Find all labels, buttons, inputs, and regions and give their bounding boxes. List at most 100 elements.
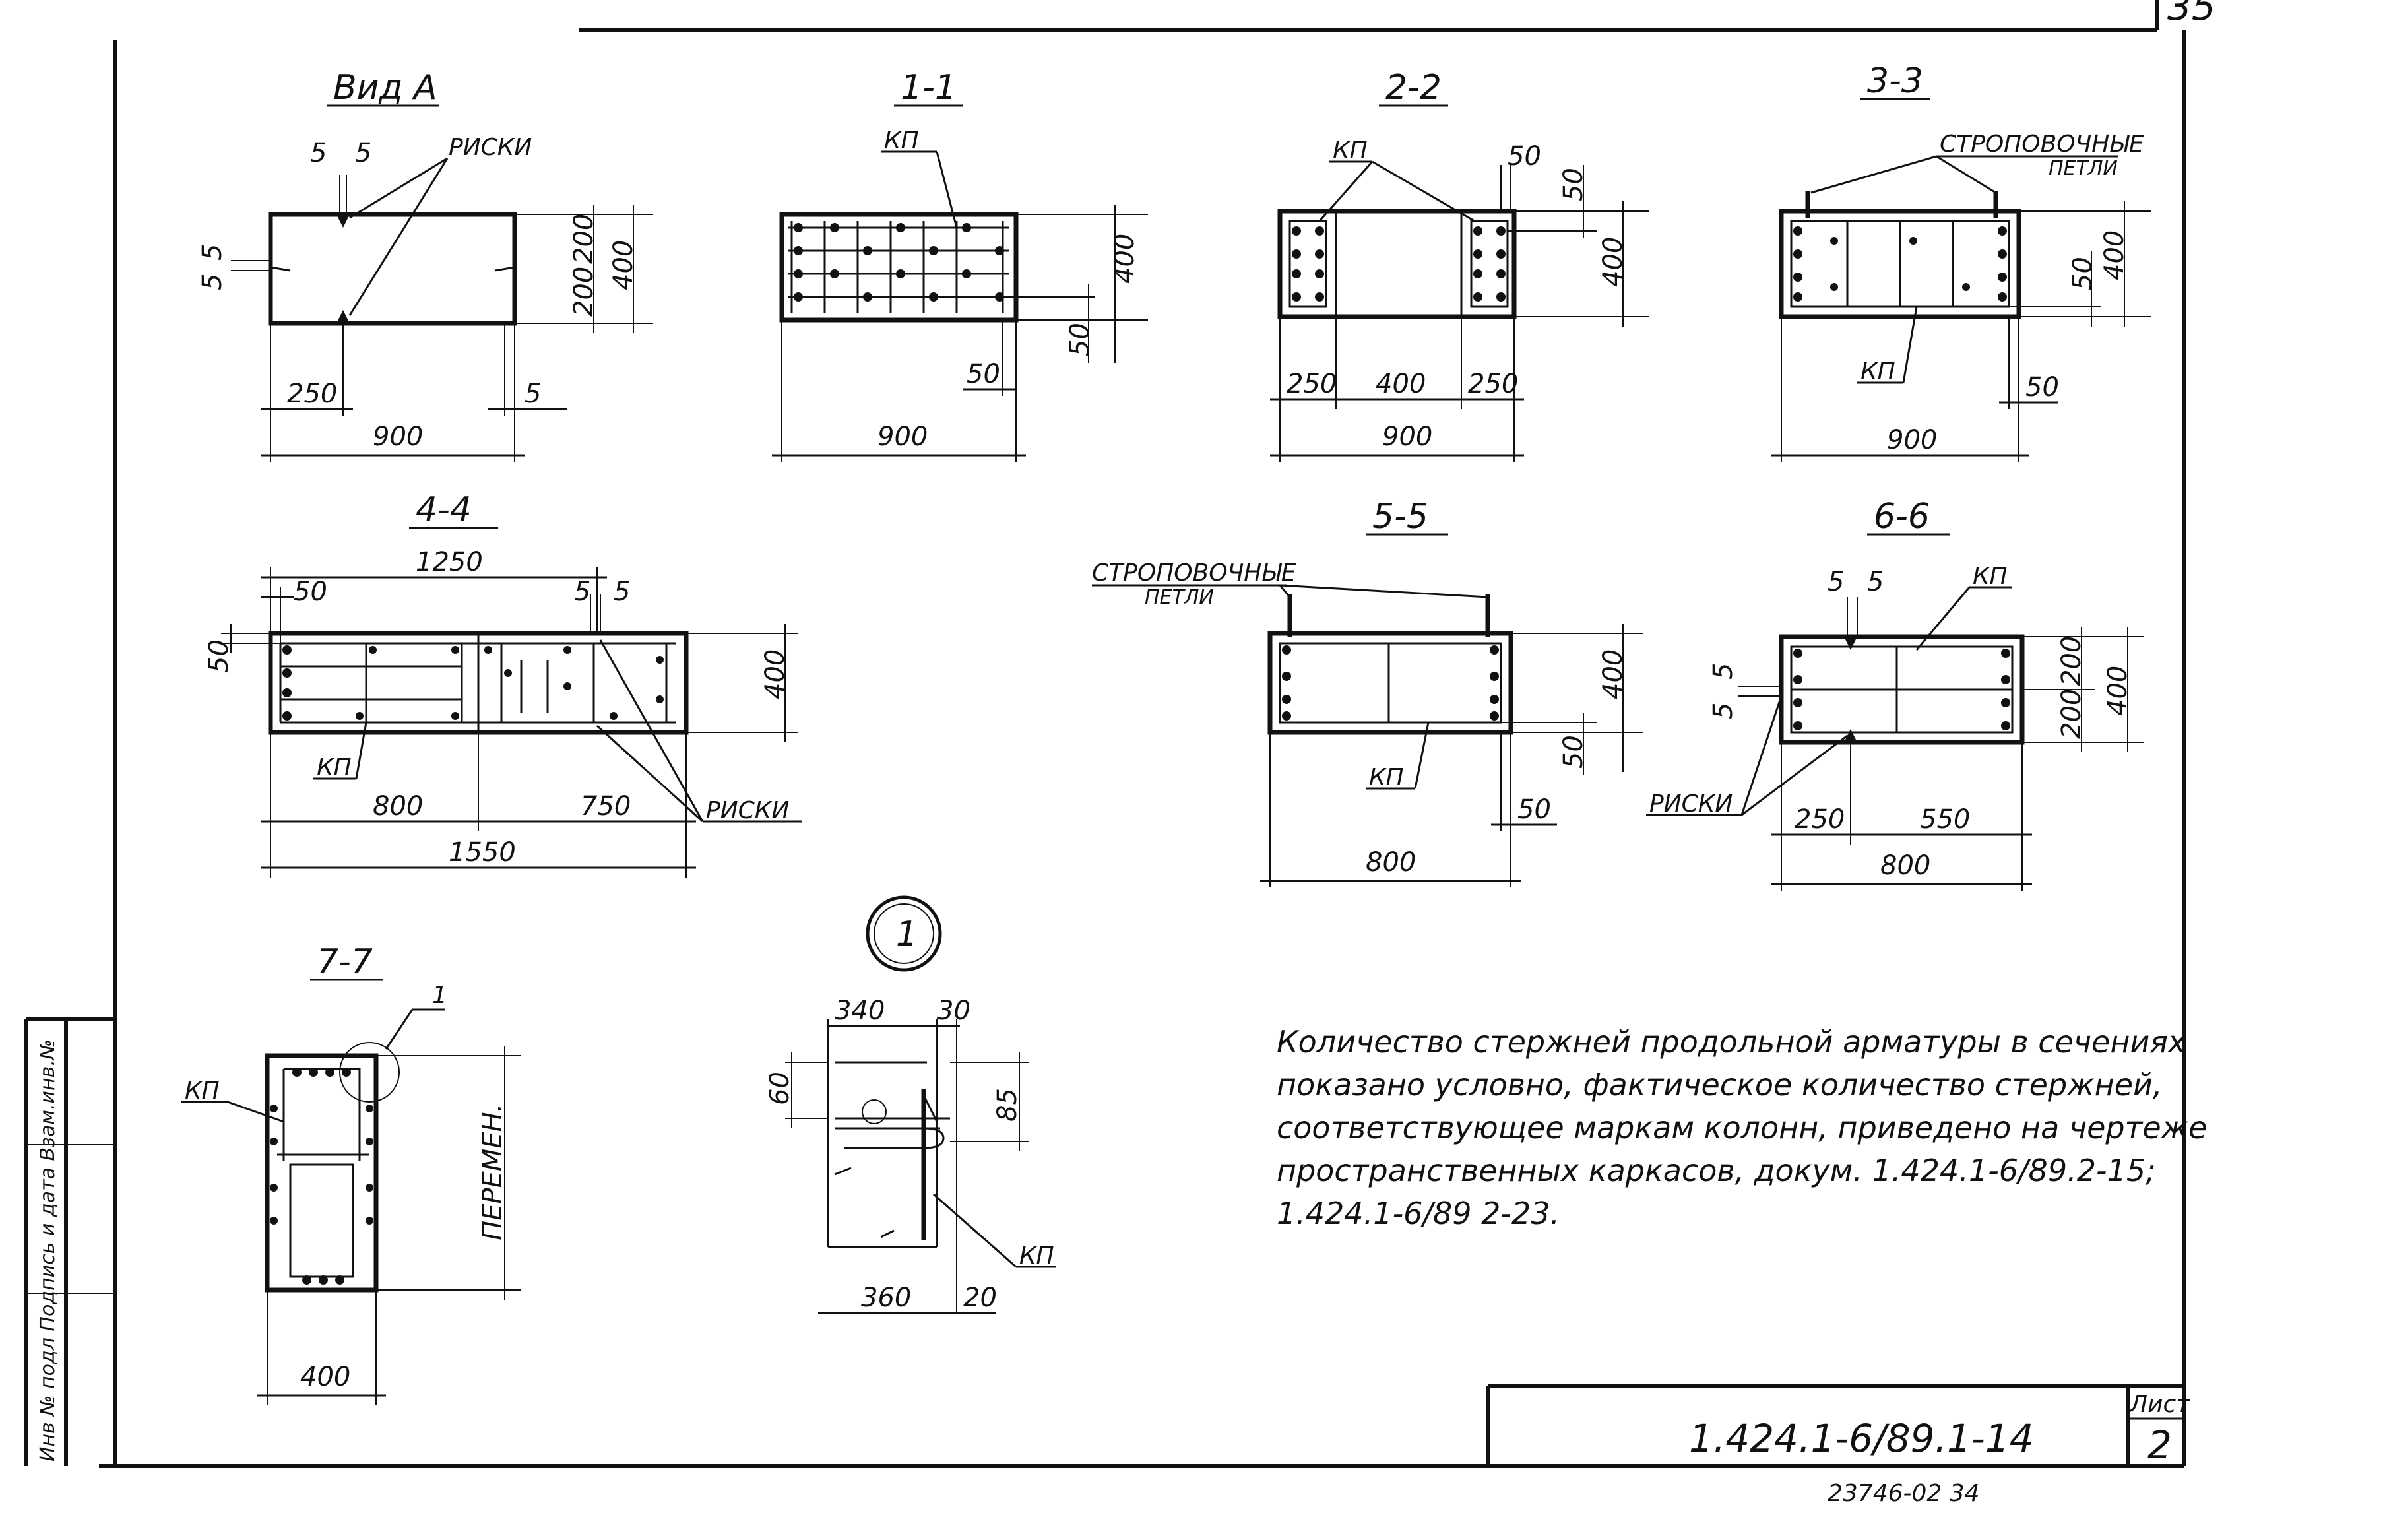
section-4-4: 4-4 1250 50 5 5 50 (204, 490, 802, 878)
detail-1-dim-60: 60 (765, 1072, 795, 1105)
section-7-7-title: 7-7 (317, 942, 373, 982)
section-6-6-dim-5a: 5 (1828, 567, 1844, 597)
sheet-number-top: 35 (2167, 0, 2216, 29)
section-2-2-dim-50a: 50 (1508, 141, 1541, 172)
section-5-5-dim-50a: 50 (1558, 735, 1589, 769)
section-2-2-kp: КП (1333, 137, 1368, 164)
general-note: Количество стержней продольной арматуры … (1277, 1024, 2207, 1231)
section-6-6-dim-800: 800 (1880, 850, 1930, 881)
section-1-1-kp: КП (884, 127, 919, 154)
doc-code: 1.424.1-6/89.1-14 (1689, 1416, 2034, 1461)
section-4-4-dim-800: 800 (373, 791, 423, 821)
section-4-4-dim-1550: 1550 (449, 837, 516, 868)
section-5-5-kp: КП (1369, 764, 1404, 791)
section-3-3-loops-2: ПЕТЛИ (2049, 157, 2118, 180)
section-2-2-dim-900: 900 (1382, 422, 1432, 452)
section-6-6-dim-5b: 5 (1867, 567, 1884, 597)
section-6-6-dim-550: 550 (1920, 804, 1970, 835)
view-a-dim-250: 250 (287, 379, 337, 409)
section-4-4-dim-1250: 1250 (416, 547, 483, 577)
sheet-label: Лист (2128, 1391, 2190, 1418)
section-3-3-title: 3-3 (1867, 61, 1923, 101)
section-4-4-dim-50a: 50 (294, 577, 327, 607)
section-3-3-dim-50a: 50 (2068, 257, 2098, 290)
section-6-6-dim-5d: 5 (1708, 703, 1738, 719)
section-5-5-dim-400: 400 (1598, 649, 1628, 699)
section-5-5-dim-50b: 50 (1517, 794, 1551, 825)
section-6-6-dim-5c: 5 (1708, 663, 1738, 680)
view-a-dim-5c: 5 (197, 244, 228, 261)
section-7-7-kp: КП (185, 1077, 220, 1105)
view-a-dim-5d: 5 (197, 274, 228, 290)
section-4-4-dim-50b: 50 (204, 639, 234, 673)
section-6-6-dim-200b: 200 (2056, 689, 2087, 739)
section-2-2-title: 2-2 (1385, 68, 1442, 108)
section-4-4-dim-5b: 5 (614, 577, 630, 607)
detail-1-circle (866, 895, 942, 972)
section-3-3-loops-1: СТРОПОВОЧНЫЕ (1940, 131, 2144, 158)
section-3-3-dim-50b: 50 (2025, 372, 2059, 402)
section-2-2-dim-250b: 250 (1468, 369, 1518, 399)
section-2-2-dim-400: 400 (1376, 369, 1426, 399)
detail-1-dim-20: 20 (963, 1283, 997, 1313)
note-line-1: Количество стержней продольной арматуры … (1277, 1024, 2186, 1060)
view-a-dim-5a: 5 (310, 138, 327, 168)
section-7-7-callout: 1 (432, 982, 447, 1009)
side-stamp: Инв № подл Подпись и дата Взам.инв.№ (36, 1039, 59, 1461)
detail-1-dim-340: 340 (835, 996, 885, 1026)
section-5-5: 5-5 СТРОПОВОЧНЫЕ ПЕТЛИ 400 50 КП 50 800 (1092, 497, 1643, 887)
section-6-6: 6-6 5 5 КП 5 5 200 200 400 РИСКИ (1646, 497, 2144, 891)
section-6-6-kp: КП (1973, 563, 2008, 590)
section-5-5-dim-800: 800 (1366, 847, 1416, 878)
section-3-3: 3-3 СТРОПОВОЧНЫЕ ПЕТЛИ 400 50 КП 50 900 (1771, 61, 2151, 462)
section-5-5-loops-2: ПЕТЛИ (1145, 586, 1214, 609)
note-line-4: пространственных каркасов, докум. 1.424.… (1277, 1153, 2156, 1188)
section-3-3-dim-900: 900 (1887, 425, 1937, 455)
view-a-dim-400: 400 (608, 240, 639, 290)
detail-1-dim-360: 360 (861, 1283, 911, 1313)
section-4-4-title: 4-4 (416, 490, 472, 530)
section-2-2: 2-2 КП 50 50 400 250 400 250 900 (1270, 68, 1649, 462)
detail-1-dim-30: 30 (937, 996, 970, 1026)
section-4-4-dim-750: 750 (581, 791, 631, 821)
section-1-1-dim-50b: 50 (967, 359, 1000, 389)
detail-1-kp: КП (1019, 1242, 1054, 1269)
view-a-dim-200a: 200 (569, 214, 599, 264)
section-7-7: 7-7 1 КП ПЕРЕМЕН. 400 (181, 942, 521, 1405)
archive-number: 23746-02 34 (1828, 1480, 1980, 1507)
section-6-6-title: 6-6 (1874, 497, 1930, 536)
view-a-dim-200b: 200 (569, 267, 599, 317)
detail-1: 1 340 30 60 85 КП 360 20 (765, 895, 1056, 1314)
sheet-frame: 35 (24, 0, 2216, 1468)
note-line-2: показано условно, фактическое количество… (1277, 1067, 2163, 1103)
section-3-3-kp: КП (1860, 358, 1895, 385)
view-a-riski: РИСКИ (449, 134, 532, 161)
view-a: Вид А РИСКИ 5 5 5 5 200 200 400 250 5 90… (197, 68, 653, 462)
view-a-dim-5e: 5 (525, 379, 541, 409)
sheet-number: 2 (2147, 1423, 2172, 1467)
section-3-3-dim-400: 400 (2099, 230, 2130, 280)
section-2-2-dim-50b: 50 (1558, 168, 1589, 201)
section-1-1-title: 1-1 (901, 68, 957, 108)
note-line-3: соответствующее маркам колонн, приведено… (1277, 1110, 2207, 1145)
section-7-7-dim-400: 400 (300, 1362, 350, 1392)
section-6-6-riski: РИСКИ (1649, 790, 1733, 818)
section-4-4-riski: РИСКИ (706, 797, 789, 824)
section-6-6-dim-400: 400 (2103, 666, 2133, 716)
section-7-7-var: ПЕРЕМЕН. (478, 1104, 508, 1240)
title-block: 1.424.1-6/89.1-14 Лист 2 23746-02 34 (1486, 1384, 2190, 1507)
section-4-4-dim-400: 400 (760, 649, 790, 699)
section-1-1-dim-400: 400 (1110, 234, 1140, 284)
section-2-2-dim-250a: 250 (1287, 369, 1337, 399)
section-2-2-dim-400v: 400 (1598, 237, 1628, 287)
section-4-4-kp: КП (317, 754, 352, 781)
section-6-6-dim-250: 250 (1795, 804, 1845, 835)
section-1-1-dim-50a: 50 (1065, 323, 1095, 356)
view-a-dim-5b: 5 (355, 138, 371, 168)
section-1-1: 1-1 КП 400 50 50 900 (772, 68, 1148, 462)
section-5-5-loops-1: СТРОПОВОЧНЫЕ (1092, 560, 1296, 587)
section-5-5-title: 5-5 (1372, 497, 1428, 536)
detail-1-dim-85: 85 (992, 1088, 1023, 1122)
view-a-title: Вид А (333, 68, 437, 108)
